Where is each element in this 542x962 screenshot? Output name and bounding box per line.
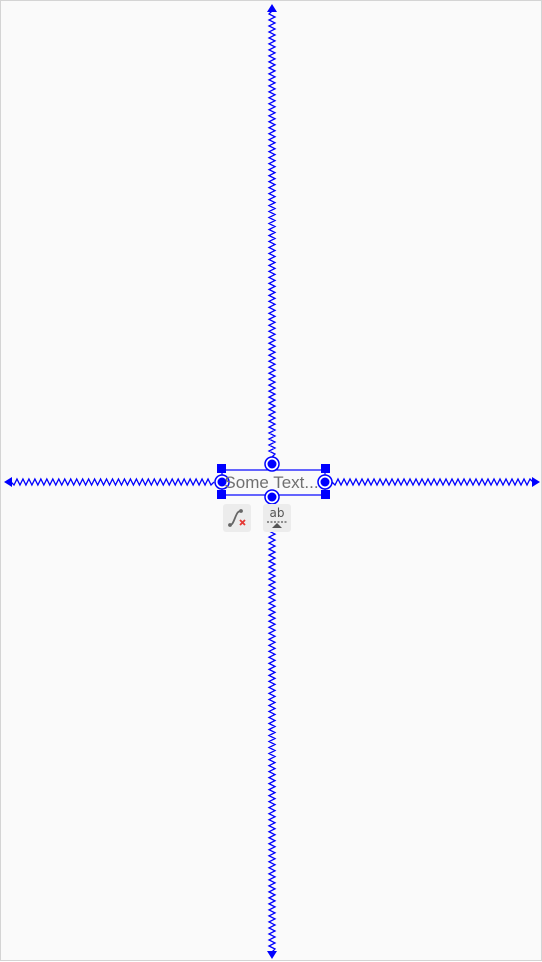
clear-constraints-button[interactable] bbox=[223, 504, 251, 532]
top-arrow-icon bbox=[267, 4, 277, 12]
resize-handle-top-right[interactable] bbox=[321, 464, 330, 473]
top-constraint-spring[interactable] bbox=[267, 10, 277, 458]
left-constraint-spring[interactable] bbox=[10, 477, 215, 487]
left-anchor[interactable] bbox=[214, 474, 230, 490]
top-anchor[interactable] bbox=[264, 456, 280, 472]
baseline-label: ab bbox=[269, 506, 285, 520]
right-constraint-spring[interactable] bbox=[331, 477, 534, 487]
textview-widget[interactable]: Some Text... bbox=[224, 473, 319, 492]
left-arrow-icon bbox=[4, 477, 12, 487]
bottom-arrow-icon bbox=[267, 951, 277, 959]
resize-handle-bottom-right[interactable] bbox=[321, 490, 330, 499]
right-arrow-icon bbox=[532, 477, 540, 487]
right-anchor[interactable] bbox=[317, 474, 333, 490]
baseline-constraint-button[interactable]: ab bbox=[263, 504, 291, 532]
resize-handle-top-left[interactable] bbox=[217, 464, 226, 473]
resize-handle-bottom-left[interactable] bbox=[217, 490, 226, 499]
clear-constraints-icon bbox=[228, 509, 246, 527]
bottom-constraint-spring[interactable] bbox=[267, 503, 277, 953]
baseline-icon bbox=[267, 521, 287, 528]
